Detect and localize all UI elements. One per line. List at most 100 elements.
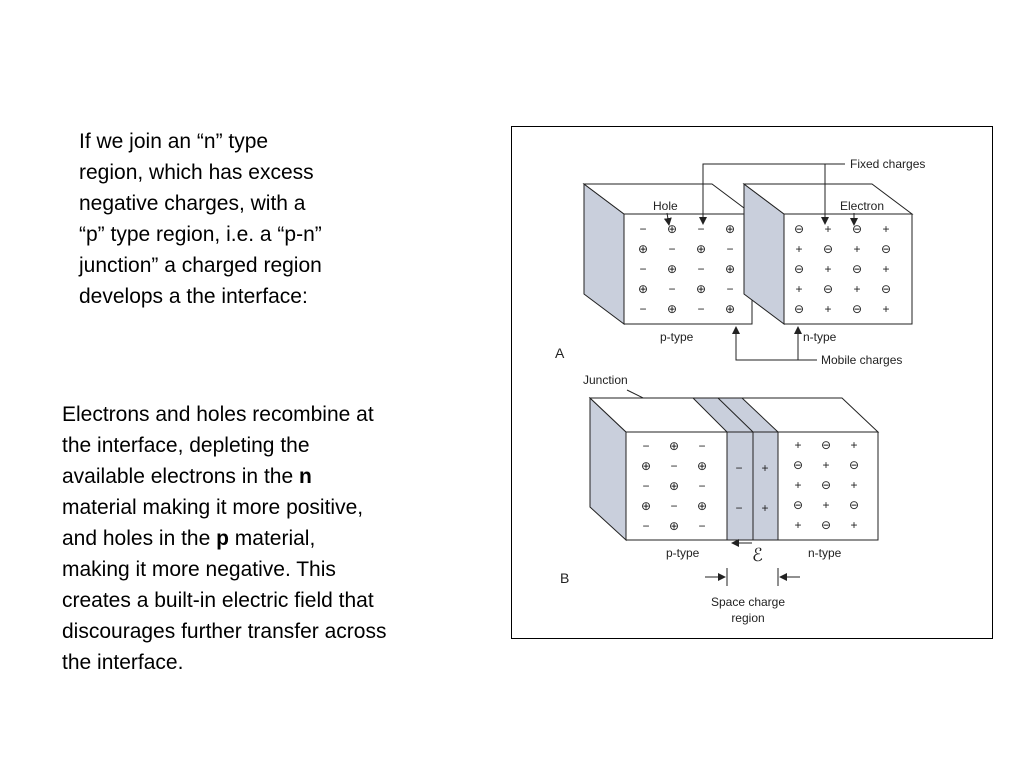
p-charge-symbol: ⊕ (667, 222, 677, 236)
n-charge-symbol: ⊖ (852, 262, 862, 276)
hole-pointer (663, 212, 672, 226)
p-material-bold: p (216, 527, 229, 550)
p-charge-symbol: − (642, 479, 649, 493)
electric-field-symbol: ℰ (752, 545, 763, 565)
pn-junction-block-b: −⊕−⊕−⊕−⊕−⊕−⊕−⊕− +⊖+⊖+⊖+⊖+⊖+⊖+⊖+ −−++ (588, 396, 880, 542)
explanation-text-1: Electrons and holes recombine at the int… (62, 403, 374, 488)
n-charge-symbol: ⊖ (881, 242, 891, 256)
space-charge-markers (705, 568, 800, 586)
n-charge-symbol: + (795, 242, 802, 256)
n-charge-symbol: + (882, 222, 889, 236)
mobile-charges-callout: Mobile charges (732, 326, 902, 367)
p-charge-symbol: − (668, 242, 675, 256)
fixed-charges-callout: Fixed charges (699, 157, 925, 225)
pn-junction-diagram: −⊕−⊕⊕−⊕−−⊕−⊕⊕−⊕−−⊕−⊕ ⊖+⊖++⊖+⊖⊖+⊖++⊖+⊖⊖+⊖… (555, 157, 925, 625)
p-charge-symbol: − (698, 519, 705, 533)
p-charge-symbol: − (698, 439, 705, 453)
p-charge-symbol: ⊕ (638, 242, 648, 256)
panel-b-label: B (560, 570, 569, 586)
n-charge-symbol: + (824, 222, 831, 236)
p-charge-symbol: ⊕ (697, 459, 707, 473)
p-charge-symbol: ⊕ (667, 262, 677, 276)
p-charge-symbol: ⊕ (725, 262, 735, 276)
n-charge-symbol: + (882, 262, 889, 276)
space-charge-label-line2: region (731, 611, 764, 625)
p-charge-symbol: ⊕ (697, 499, 707, 513)
p-charge-symbol: − (726, 282, 733, 296)
n-charge-symbol: + (853, 242, 860, 256)
n-charge-symbol: + (822, 498, 829, 512)
p-charge-symbol: − (698, 479, 705, 493)
p-charge-symbol: ⊕ (669, 479, 679, 493)
n-charge-symbol: ⊖ (852, 302, 862, 316)
n-charge-symbol: ⊖ (821, 518, 831, 532)
p-type-label-a: p-type (660, 330, 694, 344)
explanation-paragraph: Electrons and holes recombine at the int… (62, 399, 472, 678)
n-charge-symbol: ⊖ (881, 282, 891, 296)
n-charge-symbol: ⊖ (823, 282, 833, 296)
n-type-block-a: ⊖ + ⊖ + + ⊖ + ⊖ ⊖ + ⊖ + + ⊖ + ⊖ ⊖ + ⊖ + (742, 183, 914, 325)
p-charge-symbol: ⊕ (638, 282, 648, 296)
p-charge-symbol: ⊕ (725, 222, 735, 236)
panel-a-label: A (555, 345, 565, 361)
electron-label: Electron (840, 199, 884, 213)
n-charge-symbol: ⊖ (793, 498, 803, 512)
n-type-label-a: n-type (803, 330, 837, 344)
junction-label: Junction (583, 373, 628, 387)
p-type-label-b: p-type (666, 546, 700, 560)
pn-junction-figure: −⊕−⊕⊕−⊕−−⊕−⊕⊕−⊕−−⊕−⊕ ⊖+⊖++⊖+⊖⊖+⊖++⊖+⊖⊖+⊖… (511, 126, 993, 639)
n-charge-symbol: ⊖ (849, 498, 859, 512)
p-charge-symbol: − (670, 499, 677, 513)
p-charge-symbol: − (639, 302, 646, 316)
p-charge-symbol: ⊕ (725, 302, 735, 316)
n-charge-symbol: ⊖ (849, 458, 859, 472)
hole-label: Hole (653, 199, 678, 213)
p-charge-symbol: − (670, 459, 677, 473)
p-charge-symbol: ⊕ (641, 459, 651, 473)
p-charge-symbol: ⊕ (667, 302, 677, 316)
n-charge-symbol: ⊖ (794, 222, 804, 236)
depletion-positive-ion: + (761, 461, 768, 475)
p-charge-symbol: − (697, 302, 704, 316)
n-charge-symbol: + (850, 438, 857, 452)
n-charge-symbol: + (794, 478, 801, 492)
n-charge-symbol: ⊖ (794, 302, 804, 316)
p-type-block-a: −⊕−⊕⊕−⊕−−⊕−⊕⊕−⊕−−⊕−⊕ (582, 183, 754, 325)
p-charge-symbol: − (642, 519, 649, 533)
n-charge-symbol: ⊖ (821, 438, 831, 452)
n-charge-symbol: + (824, 262, 831, 276)
mobile-charges-label: Mobile charges (821, 353, 902, 367)
n-charge-symbol: ⊖ (793, 458, 803, 472)
n-charge-symbol: + (882, 302, 889, 316)
n-charge-symbol: ⊖ (852, 222, 862, 236)
n-charge-symbol: + (822, 458, 829, 472)
n-charge-symbol: + (794, 438, 801, 452)
intro-paragraph: If we join an “n” type region, which has… (79, 130, 322, 308)
p-charge-symbol: − (668, 282, 675, 296)
p-charge-symbol: − (697, 222, 704, 236)
p-charge-symbol: − (642, 439, 649, 453)
p-charge-symbol: ⊕ (669, 519, 679, 533)
n-type-label-b: n-type (808, 546, 842, 560)
fixed-charges-label: Fixed charges (850, 157, 925, 171)
p-charge-symbol: ⊕ (696, 282, 706, 296)
n-charge-symbol: ⊖ (821, 478, 831, 492)
n-charge-symbol: + (853, 282, 860, 296)
n-charge-symbol: + (850, 518, 857, 532)
n-charge-symbol: + (794, 518, 801, 532)
n-charge-symbol: ⊖ (823, 242, 833, 256)
n-charge-symbol: + (850, 478, 857, 492)
depletion-positive-ion: + (761, 501, 768, 515)
n-charge-symbol: ⊖ (794, 262, 804, 276)
p-charge-symbol: − (697, 262, 704, 276)
n-charge-symbol: + (824, 302, 831, 316)
p-charge-symbol: − (639, 222, 646, 236)
n-charge-symbol: + (795, 282, 802, 296)
space-charge-label-line1: Space charge (711, 595, 785, 609)
p-charge-symbol: ⊕ (669, 439, 679, 453)
depletion-negative-ion: − (735, 501, 742, 515)
p-charge-symbol: − (639, 262, 646, 276)
p-charge-symbol: ⊕ (696, 242, 706, 256)
explanation-text-2: material making it more positive, and ho… (62, 496, 364, 550)
p-charge-symbol: ⊕ (641, 499, 651, 513)
